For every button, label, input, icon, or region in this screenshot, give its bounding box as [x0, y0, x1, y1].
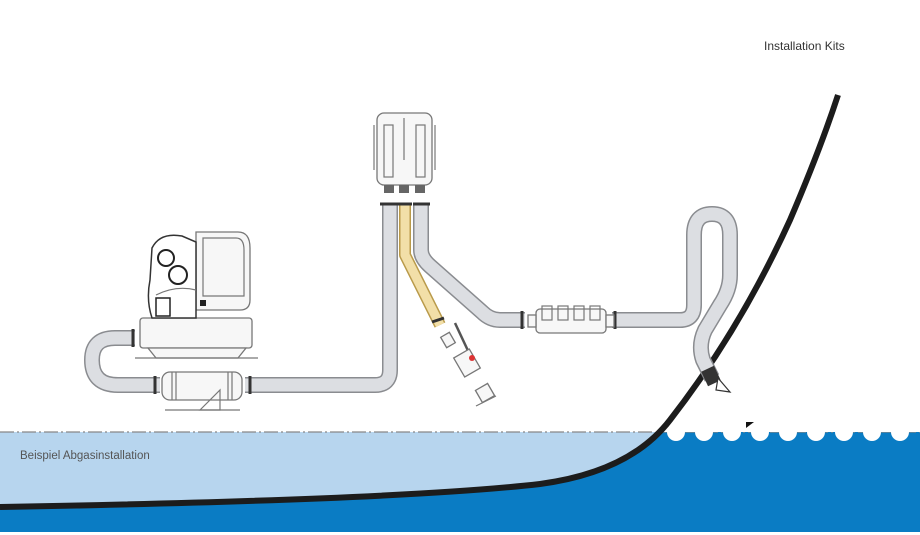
hull-exhaust-outlet: [701, 365, 732, 393]
hose-clamps: [131, 202, 617, 394]
water-separator: [373, 112, 436, 193]
seacock-valve: [439, 322, 497, 407]
sea-water: [0, 432, 920, 532]
raw-water-hose: [399, 205, 446, 328]
boat-hull: [0, 94, 841, 510]
inline-silencer: [527, 305, 615, 334]
waterlock-muffler: [161, 371, 243, 411]
bilge-water-level-area: [0, 432, 655, 505]
waterline-marker-icon: [746, 422, 754, 428]
generator-engine: [135, 231, 258, 359]
gas-outlet-hose: [413, 205, 738, 382]
exhaust-hose: [84, 205, 398, 393]
page-title: Installation Kits: [764, 39, 845, 53]
diagram-caption: Beispiel Abgasinstallation: [20, 450, 150, 462]
